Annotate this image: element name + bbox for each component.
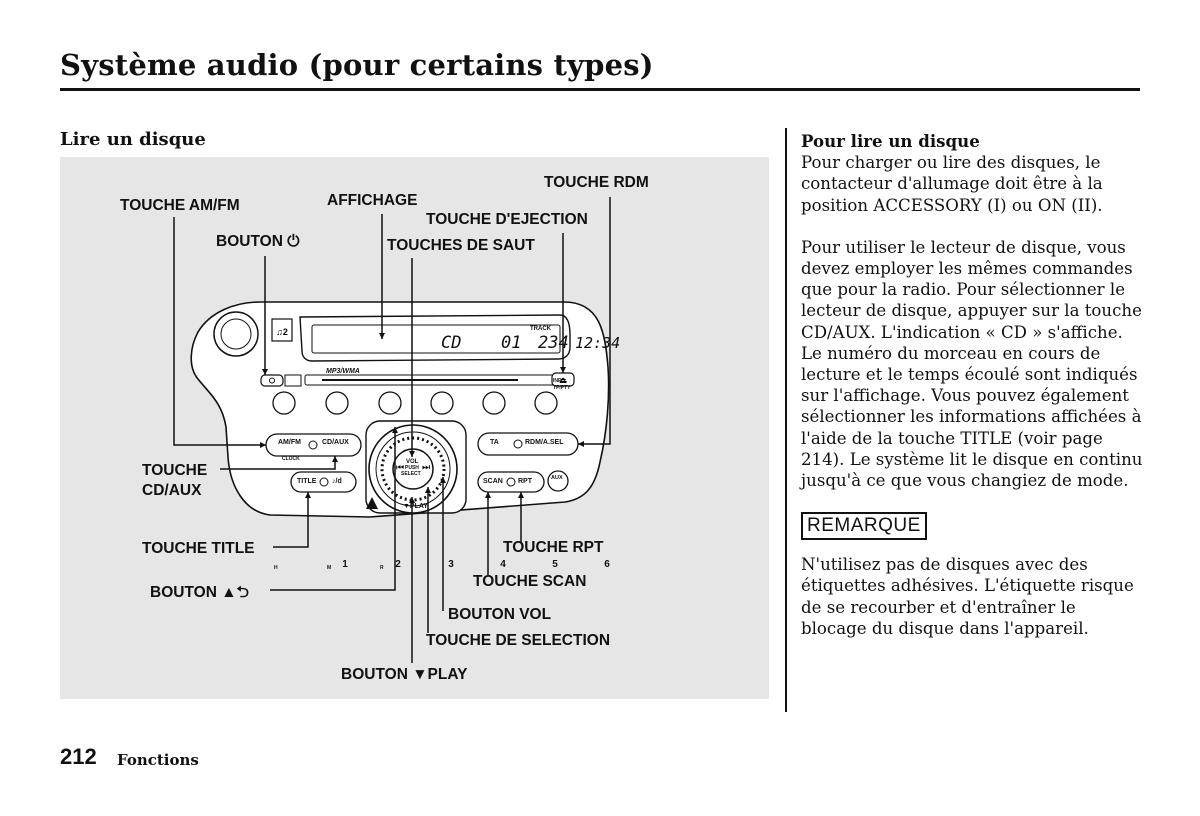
preset-mark-r: R bbox=[380, 565, 384, 571]
display-track-number: 01 bbox=[501, 333, 522, 353]
knob-push-label: PUSH bbox=[405, 465, 419, 471]
callout-bouton-up: BOUTON ▲⮌ bbox=[150, 583, 249, 603]
callout-play-suffix: PLAY bbox=[427, 666, 468, 683]
display-cd-indicator: CD bbox=[441, 333, 462, 353]
down-triangle-icon: ▼ bbox=[412, 666, 428, 683]
display-track-label: TRACK bbox=[530, 326, 551, 332]
rdm-button-label[interactable]: RDM/A.SEL bbox=[525, 439, 564, 446]
callout-bouton-power-label: BOUTON bbox=[216, 233, 283, 250]
power-icon: ⏻ bbox=[287, 233, 300, 250]
instructions-paragraph-1: Pour charger ou lire des disques, le con… bbox=[801, 153, 1103, 215]
am-fm-button-label[interactable]: AM/FM bbox=[278, 439, 301, 446]
preset-3[interactable]: 3 bbox=[448, 559, 454, 570]
callout-touche-rdm: TOUCHE RDM bbox=[544, 174, 649, 191]
aux-jack-label: AUX bbox=[551, 475, 563, 481]
page-number: 212 bbox=[60, 744, 97, 769]
knob-select-label: SELECT bbox=[401, 471, 421, 477]
scan-rpt-rocker bbox=[477, 471, 545, 493]
remark-label: REMARQUE bbox=[801, 512, 927, 541]
callout-affichage: AFFICHAGE bbox=[327, 192, 418, 209]
preset-5[interactable]: 5 bbox=[552, 559, 558, 570]
callout-touche-cd-aux-line1: TOUCHE bbox=[142, 462, 208, 479]
play-button-label[interactable]: ▼PLAY bbox=[403, 503, 428, 510]
lcd-display bbox=[311, 324, 561, 354]
display-elapsed-time: 234 bbox=[538, 333, 569, 353]
callout-touche-scan: TOUCHE SCAN bbox=[473, 573, 587, 590]
callout-bouton-vol: BOUTON VOL bbox=[448, 606, 552, 623]
preset-mark-m: M bbox=[327, 565, 332, 571]
title-rule bbox=[60, 88, 1140, 91]
preset-2[interactable]: 2 bbox=[395, 559, 401, 570]
svg-text:⏏: ⏏ bbox=[559, 376, 568, 386]
footer-section: Fonctions bbox=[117, 751, 199, 769]
power-button bbox=[260, 374, 284, 387]
callout-touche-rpt: TOUCHE RPT bbox=[503, 539, 604, 556]
rpt-button-label[interactable]: RPT bbox=[518, 478, 532, 485]
display-clock: 12:34 bbox=[575, 334, 621, 352]
clock-label: CLOCK bbox=[282, 456, 300, 462]
svg-text:♫2: ♫2 bbox=[276, 327, 288, 337]
callout-bouton-power: BOUTON ⏻ bbox=[216, 232, 299, 252]
scan-button-label[interactable]: SCAN bbox=[483, 478, 503, 485]
info-label: INFO bbox=[553, 378, 565, 384]
instructions-subheading: Pour lire un disque bbox=[801, 131, 980, 151]
callout-bouton-play: BOUTON ▼PLAY bbox=[341, 665, 467, 685]
mp3-wma-label: MP3/WMA bbox=[326, 368, 360, 375]
instructions-column: Pour lire un disque Pour charger ou lire… bbox=[801, 131, 1146, 639]
title-button-icon: ♪/d bbox=[332, 478, 342, 485]
power-knob bbox=[213, 311, 259, 357]
svg-text:⏭: ⏭ bbox=[422, 463, 430, 473]
up-return-icon: ▲⮌ bbox=[221, 584, 249, 601]
preset-mark-h: H bbox=[274, 565, 278, 571]
remark-paragraph: N'utilisez pas de disques avec des étiqu… bbox=[801, 555, 1134, 638]
callout-touche-cd-aux-line2: CD/AUX bbox=[142, 482, 202, 499]
knob-vol-label: VOL bbox=[406, 459, 419, 465]
audio-unit-illustration: ♫2 ⏏ ⏮ bbox=[173, 197, 611, 663]
callout-bouton-play-label: BOUTON bbox=[341, 666, 408, 683]
preset-1[interactable]: 1 bbox=[342, 559, 348, 570]
section-heading: Lire un disque bbox=[60, 129, 206, 150]
preset-buttons bbox=[272, 391, 558, 415]
select-knob bbox=[392, 448, 434, 490]
title-button-label[interactable]: TITLE bbox=[297, 478, 317, 485]
preset-4[interactable]: 4 bbox=[500, 559, 506, 570]
audio-unit-figure: ♫2 ⏏ ⏮ bbox=[60, 157, 769, 699]
ta-button-label[interactable]: TA bbox=[490, 439, 499, 446]
preset-6[interactable]: 6 bbox=[604, 559, 610, 570]
callout-touche-ejection: TOUCHE D'EJECTION bbox=[426, 211, 588, 228]
page-title: Système audio (pour certains types) bbox=[60, 48, 654, 82]
instructions-paragraph-2: Pour utiliser le lecteur de disque, vous… bbox=[801, 237, 1143, 491]
callout-touche-am-fm: TOUCHE AM/FM bbox=[120, 197, 240, 214]
callout-lines bbox=[173, 197, 611, 663]
tp-pty-label: TP/PTY bbox=[553, 385, 571, 391]
callout-touches-de-saut: TOUCHES DE SAUT bbox=[387, 237, 535, 254]
svg-text:⏮: ⏮ bbox=[396, 463, 404, 473]
title-button bbox=[290, 471, 357, 493]
cd-aux-button-label[interactable]: CD/AUX bbox=[322, 439, 349, 446]
column-divider bbox=[785, 128, 787, 712]
callout-touche-title: TOUCHE TITLE bbox=[142, 540, 255, 557]
callout-bouton-up-label: BOUTON bbox=[150, 584, 217, 601]
callout-touche-selection: TOUCHE DE SELECTION bbox=[426, 632, 611, 649]
aux-jack bbox=[547, 470, 569, 492]
